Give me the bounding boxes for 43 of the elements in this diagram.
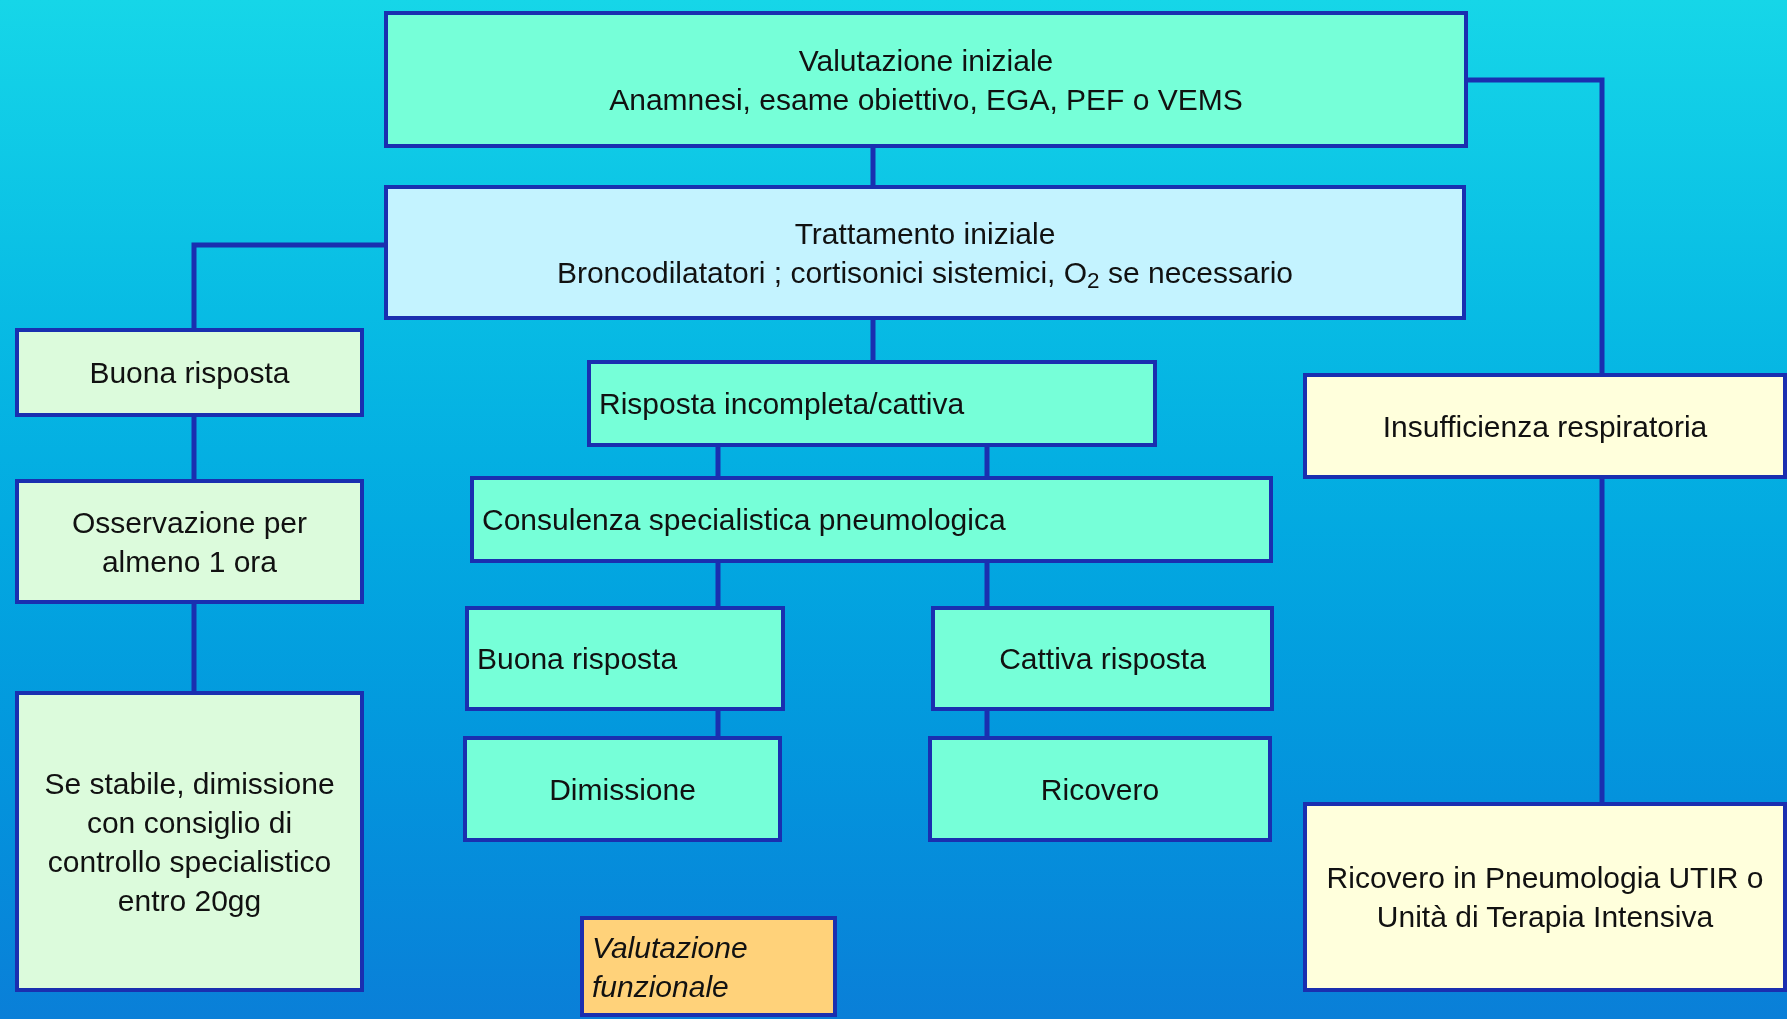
connector-line <box>191 242 384 328</box>
box-text: Insufficienza respiratoria <box>1382 408 1708 445</box>
process-box <box>931 606 1274 711</box>
box-text: Se stabile, dimissione con consiglio di controllo specialistico entro 20gg <box>43 765 336 919</box>
connector-line <box>984 563 990 606</box>
process-box <box>928 736 1272 842</box>
connector-line <box>984 447 990 476</box>
connector-line <box>984 711 990 736</box>
box-text: Valutazione iniziale <box>798 42 1054 79</box>
box-text: Buona risposta <box>477 641 678 677</box>
process-box <box>15 691 364 992</box>
box-text: Risposta incompleta/cattiva <box>599 386 965 422</box>
process-box <box>384 11 1468 148</box>
connector-line <box>1468 77 1605 373</box>
process-box <box>1303 802 1787 992</box>
process-box <box>463 736 782 842</box>
box-text: Ricovero <box>1040 771 1160 808</box>
connector-line <box>870 148 876 185</box>
process-box <box>1303 373 1787 479</box>
process-box <box>15 479 364 604</box>
box-text: Anamnesi, esame obiettivo, EGA, PEF o VEMS <box>609 81 1243 118</box>
box-text: Osservazione per almeno 1 ora <box>70 504 309 580</box>
box-text: Valutazione funzionale <box>592 929 749 1005</box>
process-box <box>384 185 1466 320</box>
box-text: Broncodilatatori ; cortisonici sistemici, O$_{2}$ se necessario <box>556 254 1294 292</box>
connector-line <box>191 604 197 691</box>
connector-line <box>1599 479 1605 802</box>
process-box <box>15 328 364 417</box>
box-text: Dimissione <box>549 771 696 808</box>
box-text: Buona risposta <box>89 355 290 391</box>
process-box <box>587 360 1157 447</box>
process-box <box>580 916 837 1017</box>
box-text: Consulenza specialistica pneumologica <box>482 502 1006 538</box>
connector-line <box>191 417 197 479</box>
box-text: Trattamento iniziale <box>794 215 1056 252</box>
process-box <box>465 606 785 711</box>
connector-line <box>715 563 721 606</box>
connector-line <box>715 447 721 476</box>
box-text: Ricovero in Pneumologia UTIR o Unità di Terapia Intensiva <box>1325 860 1765 935</box>
box-text: Cattiva risposta <box>999 641 1206 677</box>
process-box <box>470 476 1273 563</box>
connector-line <box>870 320 876 360</box>
connector-line <box>715 711 721 736</box>
